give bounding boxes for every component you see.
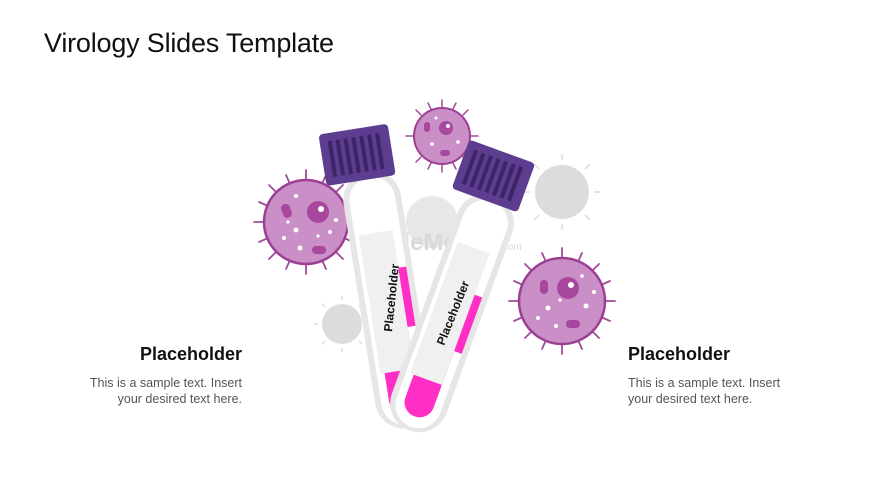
test-tube-right (390, 140, 535, 433)
right-heading: Placeholder (628, 344, 731, 364)
virus-top-icon (405, 99, 479, 173)
left-text-block: Placeholder This is a sample text. Inser… (42, 344, 242, 407)
right-body-line-1: This is a sample text. Insert (628, 376, 781, 390)
virus-left-icon (253, 169, 359, 275)
left-body-line-1: This is a sample text. Insert (89, 376, 242, 390)
left-body-line-2: your desired text here. (117, 392, 242, 406)
left-heading: Placeholder (139, 344, 242, 364)
virus-right-icon (508, 247, 616, 355)
gray-virus-right (524, 154, 600, 230)
watermark-suffix: .com (500, 242, 522, 253)
gray-virus-center (406, 196, 458, 248)
right-text-block: Placeholder This is a sample text. Inser… (628, 344, 828, 407)
left-body: This is a sample text. Insert your desir… (42, 375, 242, 407)
right-body: This is a sample text. Insert your desir… (628, 375, 828, 407)
slide-title: Virology Slides Template (44, 28, 334, 58)
right-body-line-2: your desired text here. (628, 392, 753, 406)
